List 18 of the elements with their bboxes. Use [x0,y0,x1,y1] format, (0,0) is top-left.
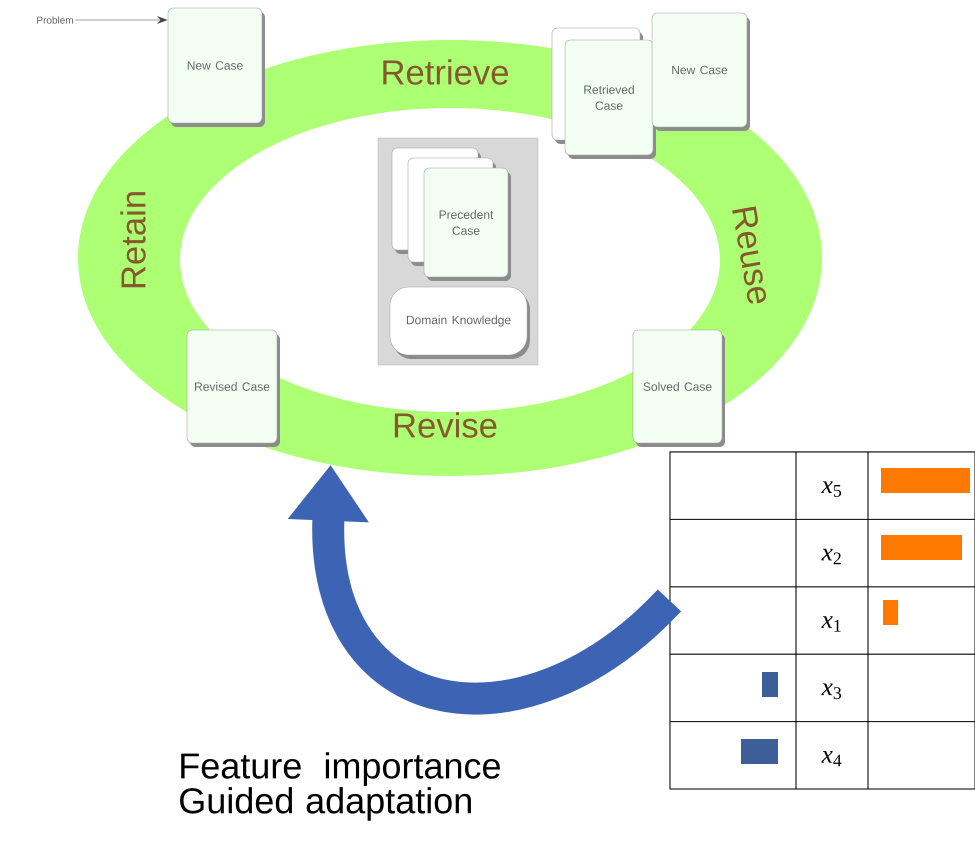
variable-label: x$_{4}$ [821,751,842,766]
case-stack: Retrieved Case [552,28,656,159]
variable-label: x$_{5}$ [821,481,842,497]
case-card: Solved Case [632,330,725,447]
case-card: New Case [652,12,750,131]
caption-text: Feature importance Guided adaptation [180,752,500,821]
input-label: Problem [37,16,73,24]
phase-label: Retain [120,192,146,288]
phase-label: Retrieve [383,59,508,85]
variable-label: x$_{3}$ [821,684,842,700]
knowledge-pill: Domain Knowledge [390,286,530,359]
phase-label: Revise [394,412,496,438]
variable-label: x$_{2}$ [821,548,841,564]
case-card: Revised Case [186,330,280,447]
variable-label: x$_{1}$ [821,616,841,632]
phase-label: Reuse [732,206,766,304]
case-card: New Case [168,8,265,127]
case-stack: Precedent Case [392,148,511,281]
